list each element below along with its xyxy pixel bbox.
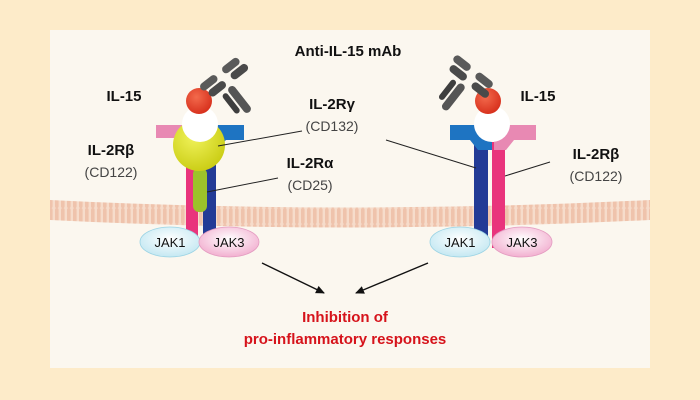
left-jak1-label: JAK1 [154,235,185,250]
right-il2rb-label: IL-2Rβ [573,146,620,163]
left-antibody-icon [200,57,251,114]
left-arrow [261,262,325,294]
left-receptor-complex [156,88,244,248]
left-il2rg-label: IL-2Rγ [309,96,356,113]
left-binding-pocket [182,106,218,142]
right-il2rb-chain [492,142,505,248]
left-il15-molecule [186,88,212,114]
right-jak1-label: JAK1 [444,235,475,250]
left-il2ra-label: IL-2Rα [287,155,335,172]
right-receptor-complex [450,88,536,248]
right-jak3-label: JAK3 [506,235,537,250]
left-il2rg-cd-label: (CD132) [306,118,359,134]
right-il15-label: IL-15 [520,88,555,105]
left-il15-label: IL-15 [106,88,141,105]
left-il2ra-stalk [193,168,207,212]
antibody-label: Anti-IL-15 mAb [295,43,402,60]
right-il2rb-cd-label: (CD122) [570,168,623,184]
right-antibody-icon [438,55,493,111]
outcome-line-1: Inhibition of [302,309,389,326]
panel-background [50,30,650,368]
left-jak3-label: JAK3 [213,235,244,250]
right-binding-pocket [474,106,510,142]
left-jak3-shape [198,226,260,258]
outcome-line-2: pro-inflammatory responses [244,331,447,348]
right-gamma-leader-line [385,139,477,169]
right-arrow [355,262,429,294]
gamma-leader-line [217,130,303,147]
right-jak1-shape [429,226,491,258]
left-il2ra-cd-label: (CD25) [287,177,332,193]
right-jak3-shape [491,226,553,258]
alpha-leader-line [206,177,279,193]
right-beta-leader-line [504,161,551,177]
left-il2rb-cd-label: (CD122) [85,164,138,180]
left-il2rb-label: IL-2Rβ [88,142,135,159]
right-il2rg-chain [474,142,488,248]
